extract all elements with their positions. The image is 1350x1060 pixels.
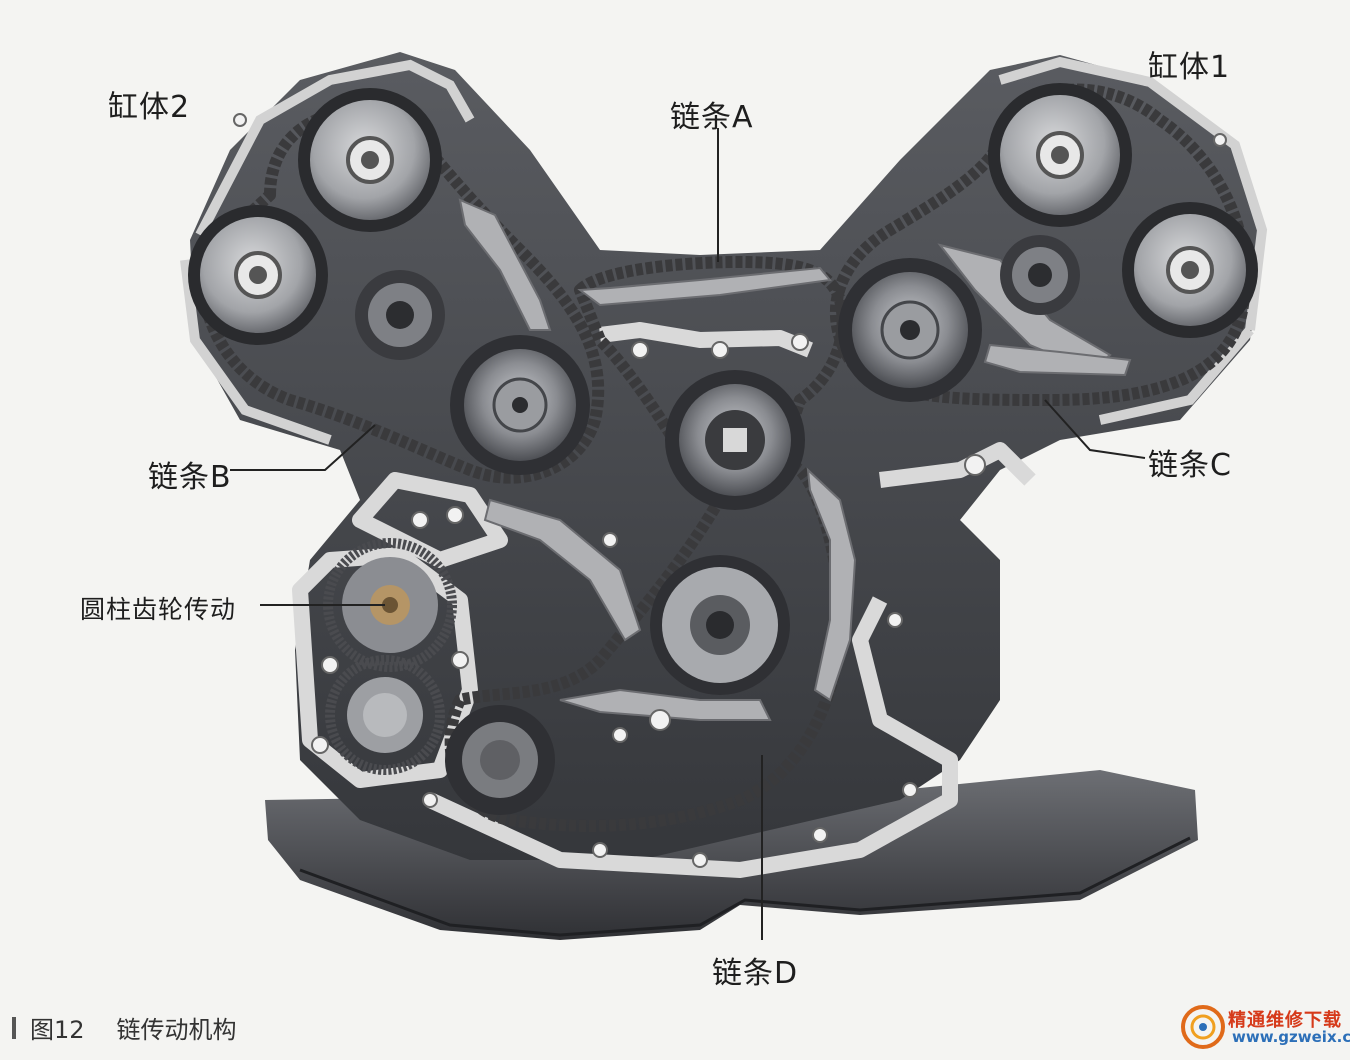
- label-bank2: 缸体2: [108, 90, 191, 125]
- bank1-intake-phaser: [988, 83, 1132, 227]
- label-bank1: 缸体1: [1148, 50, 1231, 85]
- bank1-exhaust-phaser: [1122, 202, 1258, 338]
- caption-marker: [12, 1016, 16, 1039]
- bank1-cover: [998, 56, 1268, 425]
- watermark-url: www.gzweix.com: [1232, 1028, 1350, 1046]
- lower-gear: [325, 655, 445, 775]
- label-chain-b: 链条B: [148, 460, 232, 495]
- bank2-idler-pulley: [355, 270, 445, 360]
- bank2-exhaust-phaser: [298, 88, 442, 232]
- central-drive-sprocket: [665, 370, 805, 510]
- bank1-intermediate-sprocket: [838, 258, 982, 402]
- watermark: 精通维修下载 www.gzweix.com: [1180, 1000, 1350, 1052]
- crankshaft-sprocket: [650, 555, 790, 695]
- label-chain-a: 链条A: [670, 100, 754, 135]
- figure-title: 链传动机构: [116, 1016, 237, 1044]
- bank2-intake-phaser: [188, 205, 328, 345]
- spur-gear-drive: [323, 538, 457, 672]
- watermark-name: 精通维修下载: [1228, 1010, 1342, 1031]
- figure-caption: 图12 链传动机构: [12, 1010, 237, 1045]
- leader-lines: [230, 128, 1146, 940]
- bank2-cover: [180, 59, 475, 445]
- label-spur-gear: 圆柱齿轮传动: [80, 595, 237, 624]
- bank1-idler-pulley: [1000, 235, 1080, 315]
- oil-pump-sprocket: [445, 705, 555, 815]
- frame-bolts: [233, 113, 1227, 868]
- label-chain-d: 链条D: [712, 956, 799, 991]
- figure-number: 图12: [30, 1016, 85, 1044]
- watermark-logo-icon: [1181, 1005, 1225, 1049]
- bank2-intermediate-sprocket: [450, 335, 590, 475]
- label-chain-c: 链条C: [1148, 448, 1232, 483]
